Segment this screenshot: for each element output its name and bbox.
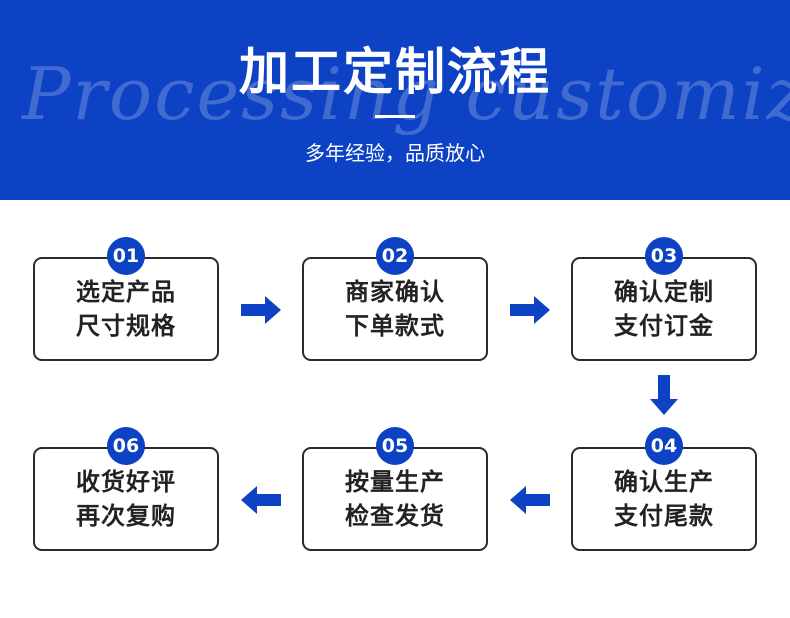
step-line-2: 检查发货 bbox=[345, 502, 445, 530]
step-text: 收货好评 再次复购 bbox=[76, 465, 176, 533]
header-banner: Processing customization 加工定制流程 多年经验，品质放… bbox=[0, 0, 790, 200]
step-line-1: 收货好评 bbox=[76, 468, 176, 496]
step-line-2: 支付订金 bbox=[614, 312, 714, 340]
arrow-left-icon bbox=[241, 486, 281, 514]
title-divider bbox=[375, 115, 415, 118]
step-line-2: 尺寸规格 bbox=[76, 312, 176, 340]
step-line-2: 支付尾款 bbox=[614, 502, 714, 530]
arrow-down-icon bbox=[650, 375, 678, 415]
step-text: 确认生产 支付尾款 bbox=[614, 465, 714, 533]
step-text: 确认定制 支付订金 bbox=[614, 275, 714, 343]
step-card-04: 确认生产 支付尾款 bbox=[571, 447, 757, 551]
step-line-1: 确认生产 bbox=[614, 468, 714, 496]
step-line-2: 再次复购 bbox=[76, 502, 176, 530]
step-text: 商家确认 下单款式 bbox=[345, 275, 445, 343]
arrow-left-icon bbox=[510, 486, 550, 514]
page-subtitle: 多年经验，品质放心 bbox=[305, 141, 485, 165]
step-line-1: 选定产品 bbox=[76, 278, 176, 306]
step-line-1: 按量生产 bbox=[345, 468, 445, 496]
step-line-1: 确认定制 bbox=[614, 278, 714, 306]
step-number-badge-02: 02 bbox=[376, 237, 414, 275]
arrow-right-icon bbox=[241, 296, 281, 324]
step-line-2: 下单款式 bbox=[345, 312, 445, 340]
step-number-badge-05: 05 bbox=[376, 427, 414, 465]
step-number-badge-04: 04 bbox=[645, 427, 683, 465]
watermark-text: Processing customization bbox=[22, 52, 790, 136]
step-number-badge-01: 01 bbox=[107, 237, 145, 275]
arrow-right-icon bbox=[510, 296, 550, 324]
step-text: 选定产品 尺寸规格 bbox=[76, 275, 176, 343]
step-number-badge-06: 06 bbox=[107, 427, 145, 465]
step-card-06: 收货好评 再次复购 bbox=[33, 447, 219, 551]
page-title: 加工定制流程 bbox=[239, 43, 551, 101]
step-number-badge-03: 03 bbox=[645, 237, 683, 275]
step-line-1: 商家确认 bbox=[345, 278, 445, 306]
step-text: 按量生产 检查发货 bbox=[345, 465, 445, 533]
